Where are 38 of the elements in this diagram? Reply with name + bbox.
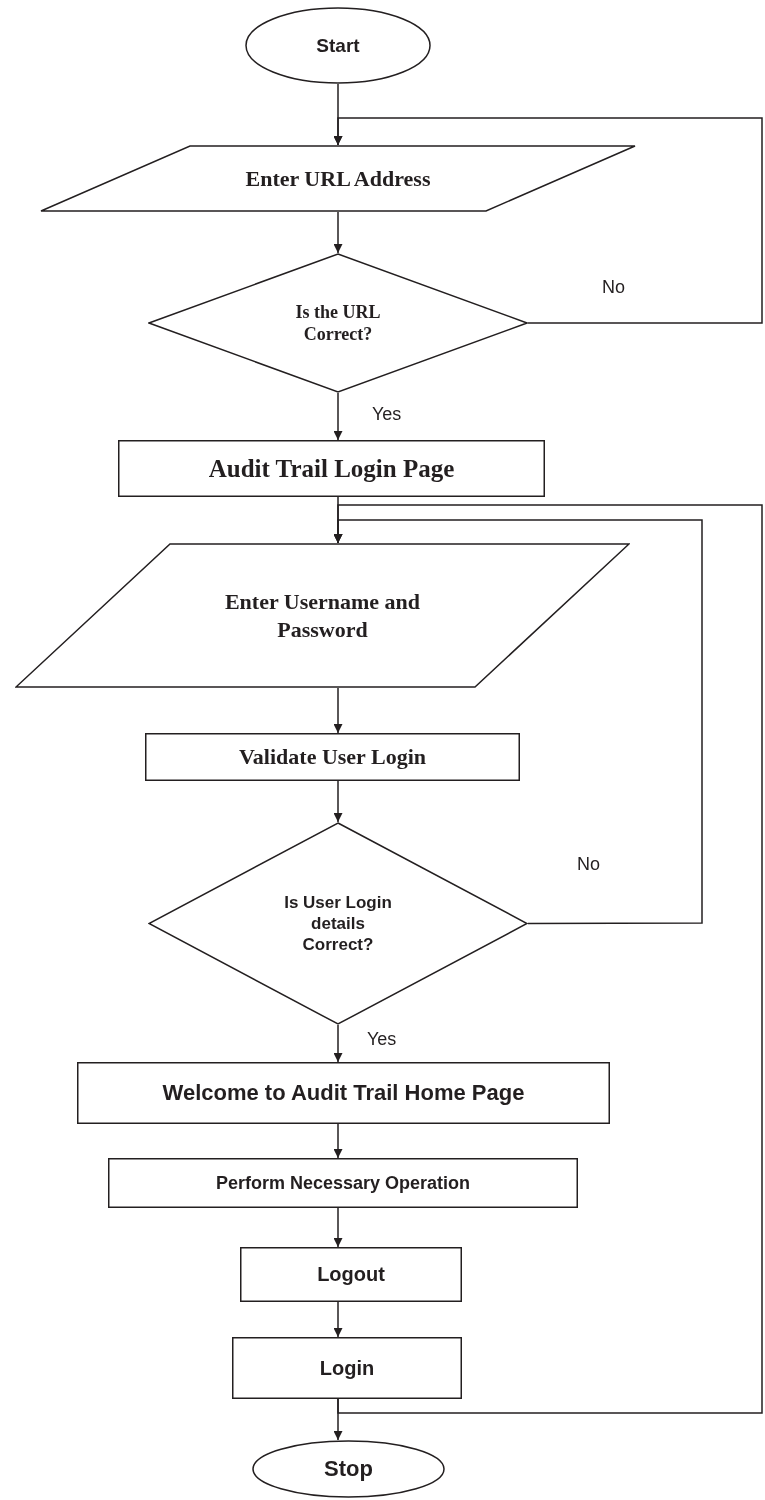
edge-label: No [575,855,602,873]
arrow [333,1301,343,1338]
edge-label: No [600,278,627,296]
edge-label: Yes [370,405,404,423]
arrow [333,392,343,441]
step-label: Audit Trail Login Page [208,453,455,484]
step-label: Enter URL Address [245,164,431,193]
process-box [77,1062,610,1124]
step-label: Login [319,1355,375,1381]
terminal-oval [252,1440,445,1498]
step-label: Logout [317,1262,385,1287]
step-label: Perform Necessary Operation [215,1171,471,1195]
step-label: Enter Username and Password [223,588,422,643]
step-label: Is User Login details Correct? [283,891,393,956]
arrow [333,1123,343,1159]
input-parallelogram [15,543,630,688]
process-box [240,1247,462,1302]
process-box [232,1337,462,1399]
step-label: Is the URL Correct? [294,300,382,346]
decision-diamond [148,253,528,393]
arrow [333,117,763,324]
arrow [333,211,343,254]
arrow [333,1207,343,1248]
step-label: Start [316,33,360,58]
arrow [333,504,763,1414]
step-label: Stop [324,1455,373,1483]
arrow [333,1024,343,1063]
arrow [333,687,343,734]
input-parallelogram [40,145,636,212]
process-box [108,1158,578,1208]
step-label: Validate User Login [239,743,426,771]
arrow [333,780,343,823]
process-box [118,440,545,497]
terminal-oval [245,7,431,84]
edge-label: Yes [365,1030,399,1048]
process-box [145,733,520,781]
step-label: Welcome to Audit Trail Home Page [162,1079,525,1107]
decision-diamond [148,822,528,1025]
